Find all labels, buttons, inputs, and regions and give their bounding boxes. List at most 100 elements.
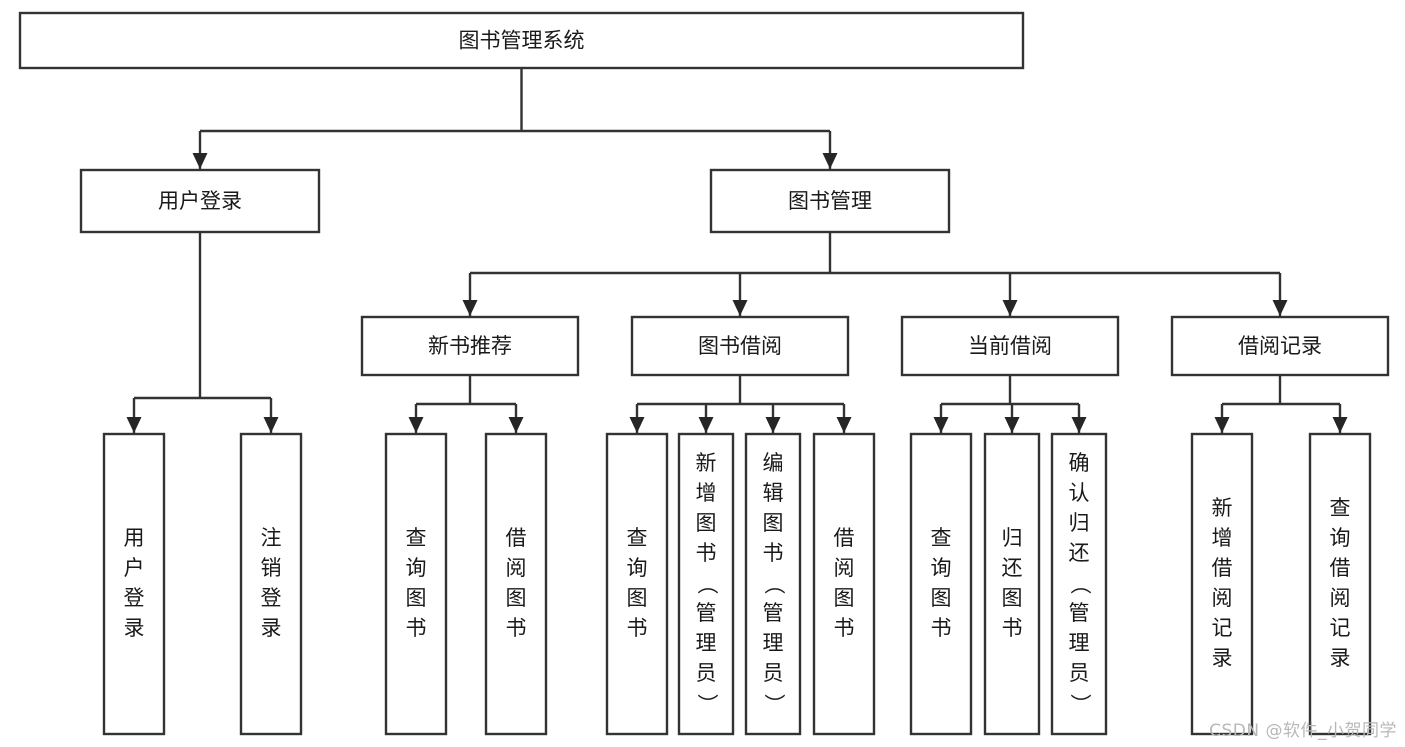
node-label-leaf-return-book-char-2: 图 (1002, 586, 1023, 610)
node-label-leaf-confirm-return-admin-char-6: 理 (1069, 631, 1090, 655)
node-new-book-recommend[interactable]: 新书推荐 (360, 315, 580, 377)
node-label-leaf-borrow-book-char-3: 书 (834, 616, 855, 640)
node-label-leaf-add-borrow-record-char-5: 录 (1212, 646, 1233, 670)
node-label-leaf-user-login-char-1: 户 (124, 556, 145, 580)
node-label-leaf-add-book-admin-char-0: 新 (696, 451, 717, 475)
node-label-leaf-query-book-cur-char-2: 图 (931, 586, 952, 610)
node-label-leaf-add-book-admin-char-5: 管 (696, 601, 717, 625)
node-label-leaf-borrow-book-rec-char-2: 图 (506, 586, 527, 610)
node-label-leaf-query-book-rec-char-0: 查 (406, 526, 427, 550)
node-borrow-record[interactable]: 借阅记录 (1170, 315, 1390, 377)
node-label-leaf-borrow-book-rec-char-3: 书 (506, 616, 527, 640)
node-label-leaf-user-logout-char-2: 登 (261, 586, 282, 610)
arrow-head-new-book-recommend-1 (508, 417, 524, 433)
arrow-head-current-borrow-0 (933, 417, 949, 433)
node-label-leaf-query-book-rec-char-3: 书 (406, 616, 427, 640)
node-label-leaf-query-book-borrow-char-1: 询 (627, 556, 648, 580)
node-label-leaf-query-book-borrow-char-0: 查 (627, 526, 648, 550)
node-label-leaf-confirm-return-admin-char-8: ） (1068, 694, 1092, 715)
node-box-borrow-record (1170, 315, 1390, 377)
node-label-leaf-return-book-char-0: 归 (1002, 526, 1023, 550)
node-label-leaf-borrow-book-char-1: 阅 (834, 556, 855, 580)
arrow-head-book-borrow-1 (698, 417, 714, 433)
arrow-head-book-manage-2 (1002, 300, 1018, 316)
node-label-leaf-confirm-return-admin-char-1: 认 (1069, 481, 1090, 505)
node-label-leaf-add-borrow-record-char-2: 借 (1212, 556, 1233, 580)
node-label-leaf-query-borrow-record-char-1: 询 (1330, 526, 1351, 550)
arrow-head-user-login-1 (263, 417, 279, 433)
node-box-current-borrow (900, 315, 1120, 377)
node-label-leaf-query-book-rec-char-1: 询 (406, 556, 427, 580)
node-box-leaf-return-book (983, 432, 1041, 736)
arrow-head-user-login-0 (126, 417, 142, 433)
node-label-leaf-edit-book-admin-char-6: 理 (763, 631, 784, 655)
node-label-leaf-user-login-char-0: 用 (124, 526, 145, 550)
node-label-leaf-confirm-return-admin-char-0: 确 (1069, 451, 1090, 475)
node-label-leaf-query-borrow-record-char-4: 记 (1330, 616, 1351, 640)
node-label-leaf-query-book-borrow-char-3: 书 (627, 616, 648, 640)
node-book-manage[interactable]: 图书管理 (709, 168, 951, 234)
arrow-head-borrow-record-1 (1332, 417, 1348, 433)
arrow-head-book-borrow-3 (836, 417, 852, 433)
node-label-leaf-confirm-return-admin-char-5: 管 (1069, 601, 1090, 625)
node-label-leaf-borrow-book-char-2: 图 (834, 586, 855, 610)
node-label-leaf-query-borrow-record-char-5: 录 (1330, 646, 1351, 670)
connector-layer (126, 68, 1348, 433)
node-user-login[interactable]: 用户登录 (79, 168, 321, 234)
node-label-leaf-add-borrow-record-char-0: 新 (1212, 496, 1233, 520)
node-box-leaf-edit-book-admin (744, 432, 802, 736)
arrow-head-current-borrow-2 (1071, 417, 1087, 433)
node-box-leaf-query-book-borrow (605, 432, 669, 736)
node-box-leaf-borrow-book-rec (484, 432, 548, 736)
node-label-leaf-add-book-admin-char-2: 图 (696, 511, 717, 535)
node-layer: 图书管理系统用户登录图书管理新书推荐图书借阅当前借阅借阅记录用户登录注销登录查询… (18, 11, 1390, 736)
node-label-leaf-borrow-book-char-0: 借 (834, 526, 855, 550)
node-book-borrow[interactable]: 图书借阅 (630, 315, 850, 377)
node-label-new-book-recommend: 新书推荐 (428, 334, 512, 358)
node-label-leaf-confirm-return-admin-char-4: （ (1068, 574, 1092, 595)
node-label-leaf-edit-book-admin-char-7: 员 (763, 661, 784, 685)
node-label-leaf-query-book-cur-char-0: 查 (931, 526, 952, 550)
node-label-book-manage: 图书管理 (788, 189, 872, 213)
node-label-leaf-query-borrow-record-char-2: 借 (1330, 556, 1351, 580)
node-label-leaf-return-book-char-3: 书 (1002, 616, 1023, 640)
node-label-leaf-add-book-admin-char-8: ） (695, 694, 719, 715)
node-label-leaf-edit-book-admin-char-0: 编 (763, 451, 784, 475)
arrow-head-book-manage-0 (462, 300, 478, 316)
node-box-leaf-query-borrow-record (1308, 432, 1372, 736)
node-box-book-borrow (630, 315, 850, 377)
node-label-leaf-add-book-admin-char-3: 书 (696, 541, 717, 565)
node-label-leaf-edit-book-admin-char-2: 图 (763, 511, 784, 535)
node-label-root: 图书管理系统 (459, 29, 585, 53)
node-label-leaf-edit-book-admin-char-3: 书 (763, 541, 784, 565)
node-current-borrow[interactable]: 当前借阅 (900, 315, 1120, 377)
node-label-leaf-borrow-book-rec-char-1: 阅 (506, 556, 527, 580)
node-label-leaf-add-borrow-record-char-3: 阅 (1212, 586, 1233, 610)
node-label-leaf-query-book-cur-char-3: 书 (931, 616, 952, 640)
node-label-leaf-add-book-admin-char-6: 理 (696, 631, 717, 655)
arrow-head-borrow-record-0 (1214, 417, 1230, 433)
arrow-head-root-1 (822, 153, 838, 169)
node-label-leaf-add-book-admin-char-4: （ (695, 574, 719, 595)
node-label-leaf-confirm-return-admin-char-3: 还 (1069, 541, 1090, 565)
node-box-leaf-add-borrow-record (1190, 432, 1254, 736)
node-root[interactable]: 图书管理系统 (18, 11, 1025, 70)
node-label-leaf-confirm-return-admin-char-7: 员 (1069, 661, 1090, 685)
node-label-leaf-query-book-rec-char-2: 图 (406, 586, 427, 610)
node-leaf-user-login[interactable]: 用户登录 (102, 432, 166, 736)
node-label-leaf-add-book-admin-char-7: 员 (696, 661, 717, 685)
